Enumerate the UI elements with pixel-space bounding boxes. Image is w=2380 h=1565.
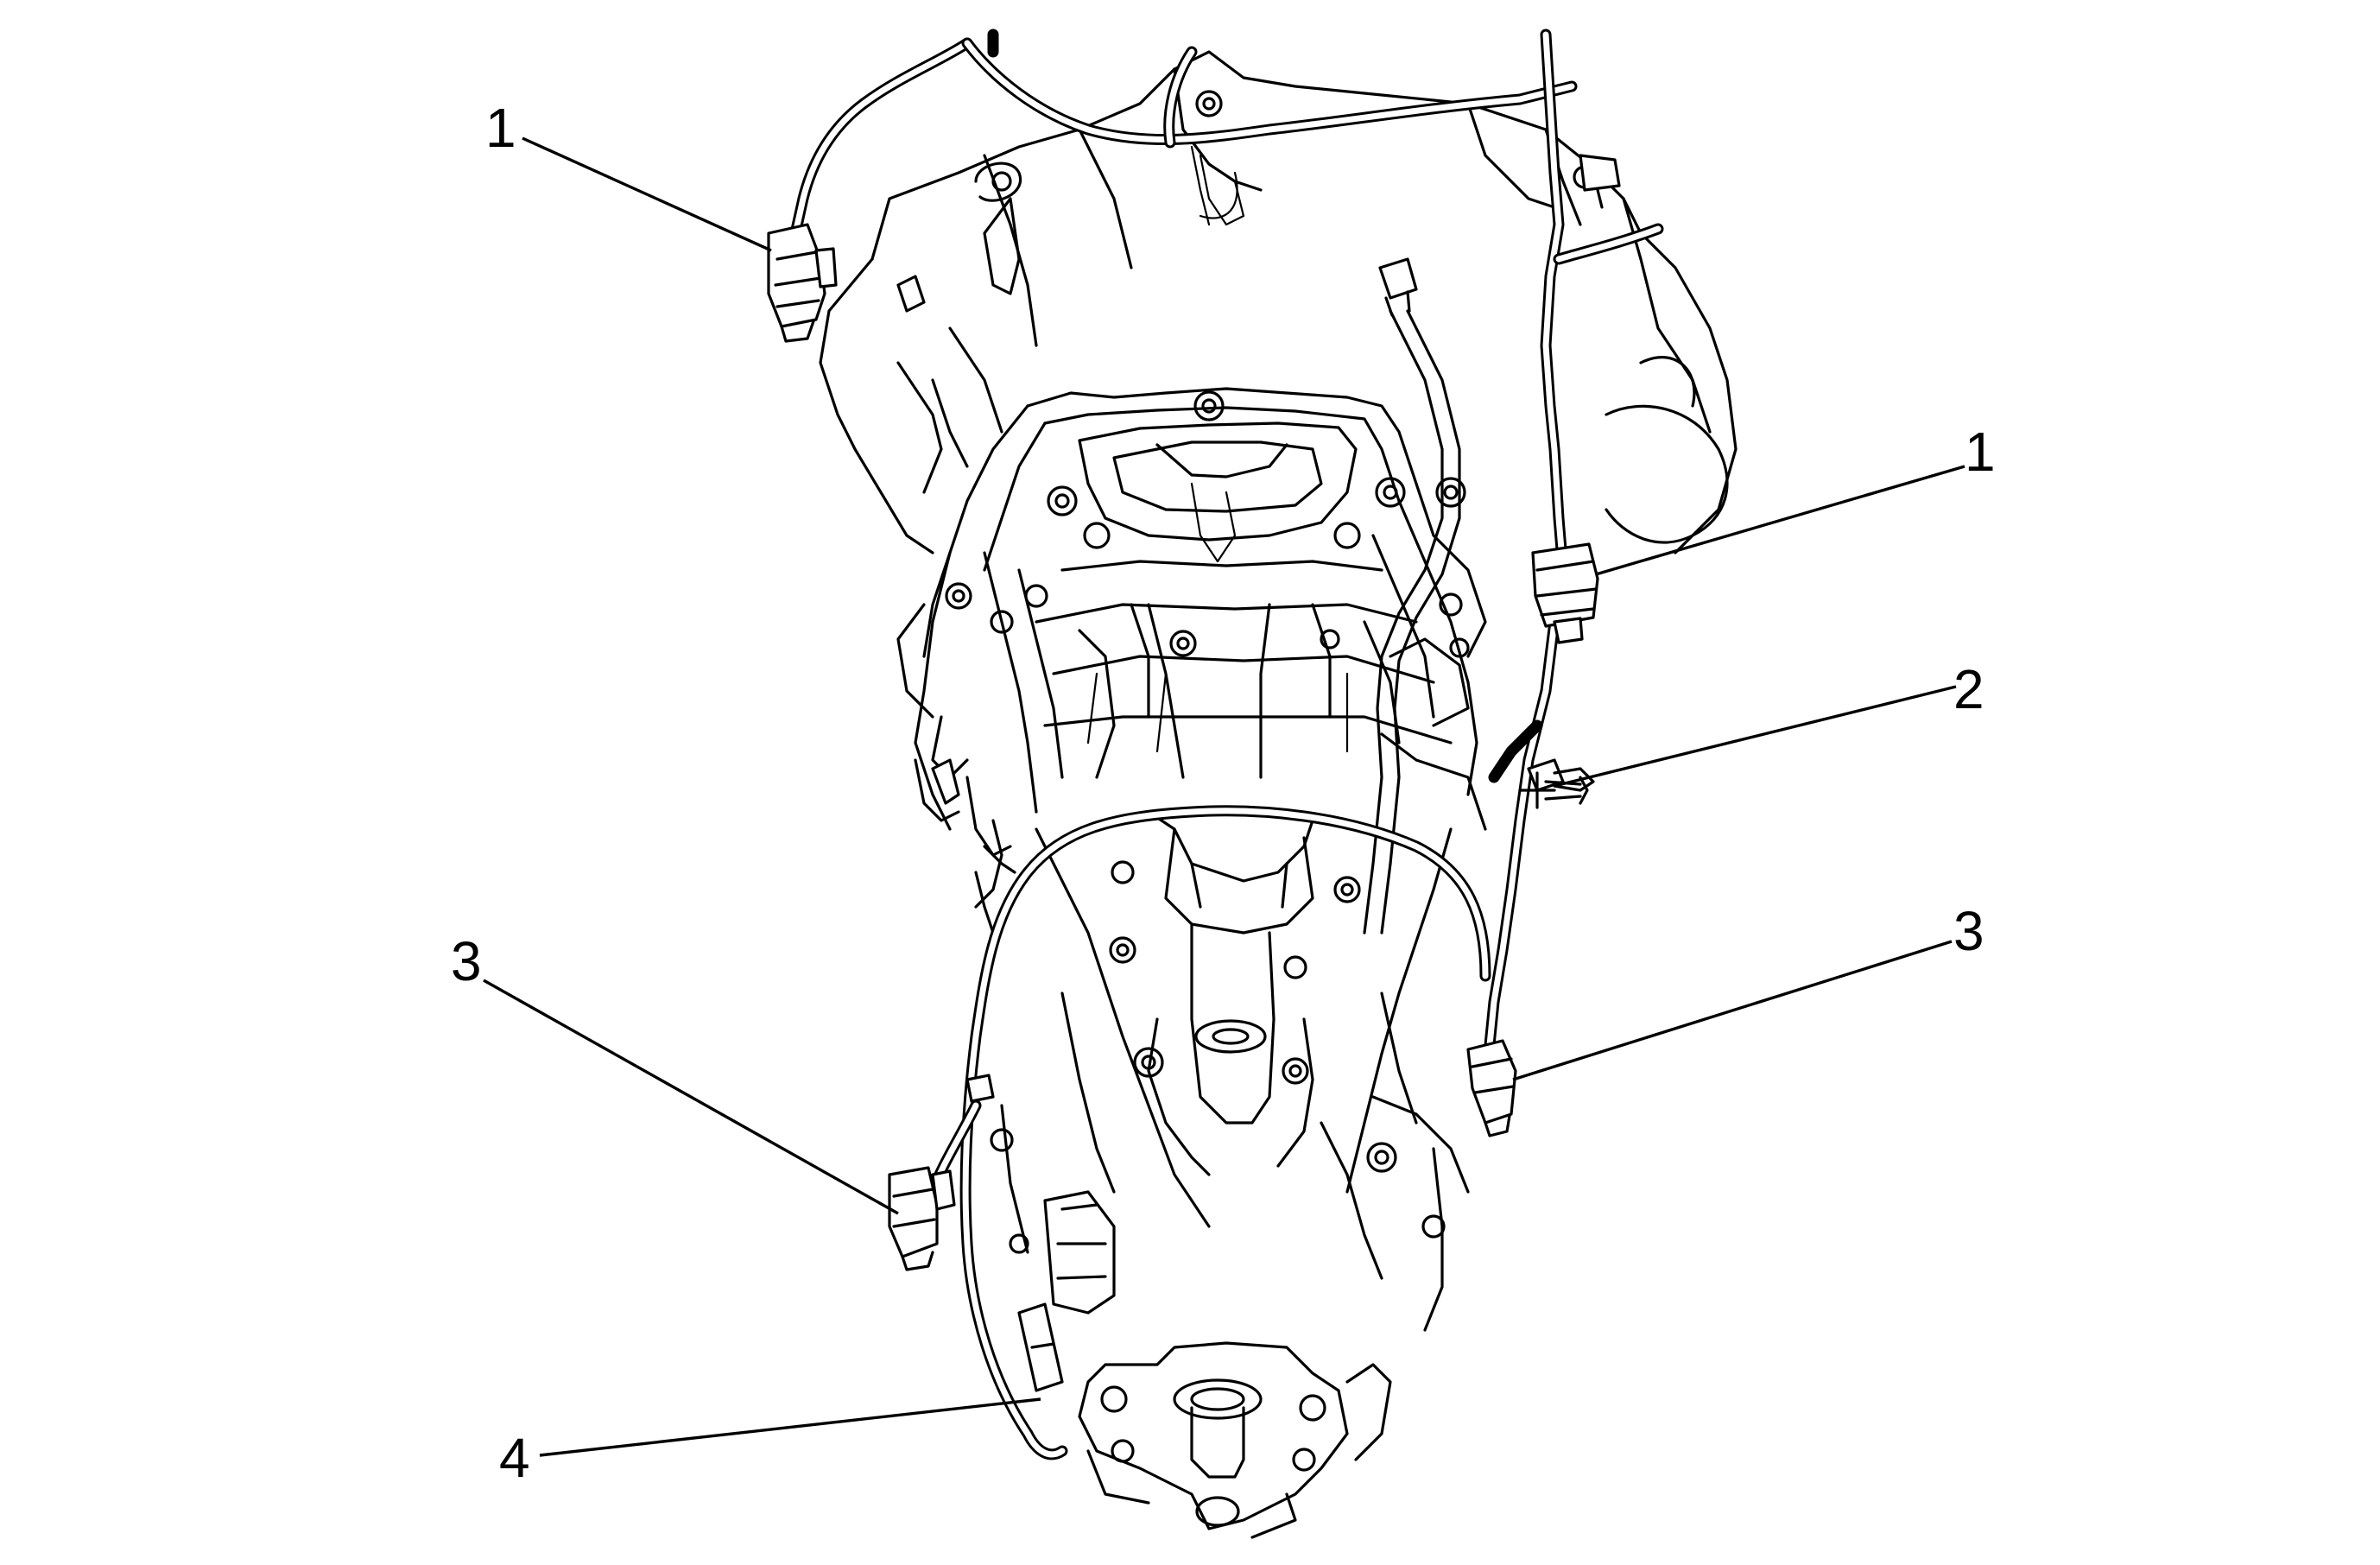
connectors (767, 223, 1599, 1271)
leader-2-right (1554, 685, 1957, 788)
callout-3-left: 3 (451, 930, 482, 992)
connector-3-left (888, 1166, 956, 1271)
connector-3-right (1466, 1039, 1517, 1137)
callout-1-left: 1 (485, 97, 516, 159)
callout-labels: 1 1 2 3 3 4 (451, 97, 1996, 1489)
callout-2-right: 2 (1953, 658, 1984, 720)
leader-1-left (522, 136, 772, 252)
leader-3-left (483, 979, 899, 1215)
connector-1-right (1531, 542, 1599, 644)
callout-leaders (483, 136, 1965, 1457)
connector-1-left (767, 223, 838, 343)
leader-1-right (1595, 465, 1965, 576)
ground-stud-2 (1518, 771, 1589, 809)
vent-tube (1363, 257, 1466, 935)
transmission-case (896, 387, 1487, 935)
leader-3-right (1512, 940, 1953, 1081)
callout-4-left: 4 (499, 1427, 530, 1489)
leader-4-left (539, 1397, 1041, 1457)
extension-housing (990, 810, 1470, 1539)
callout-1-right: 1 (1965, 421, 1996, 483)
callout-3-right: 3 (1953, 900, 1984, 962)
wiring-harness (788, 29, 1664, 1460)
bellhousing (819, 50, 1738, 554)
